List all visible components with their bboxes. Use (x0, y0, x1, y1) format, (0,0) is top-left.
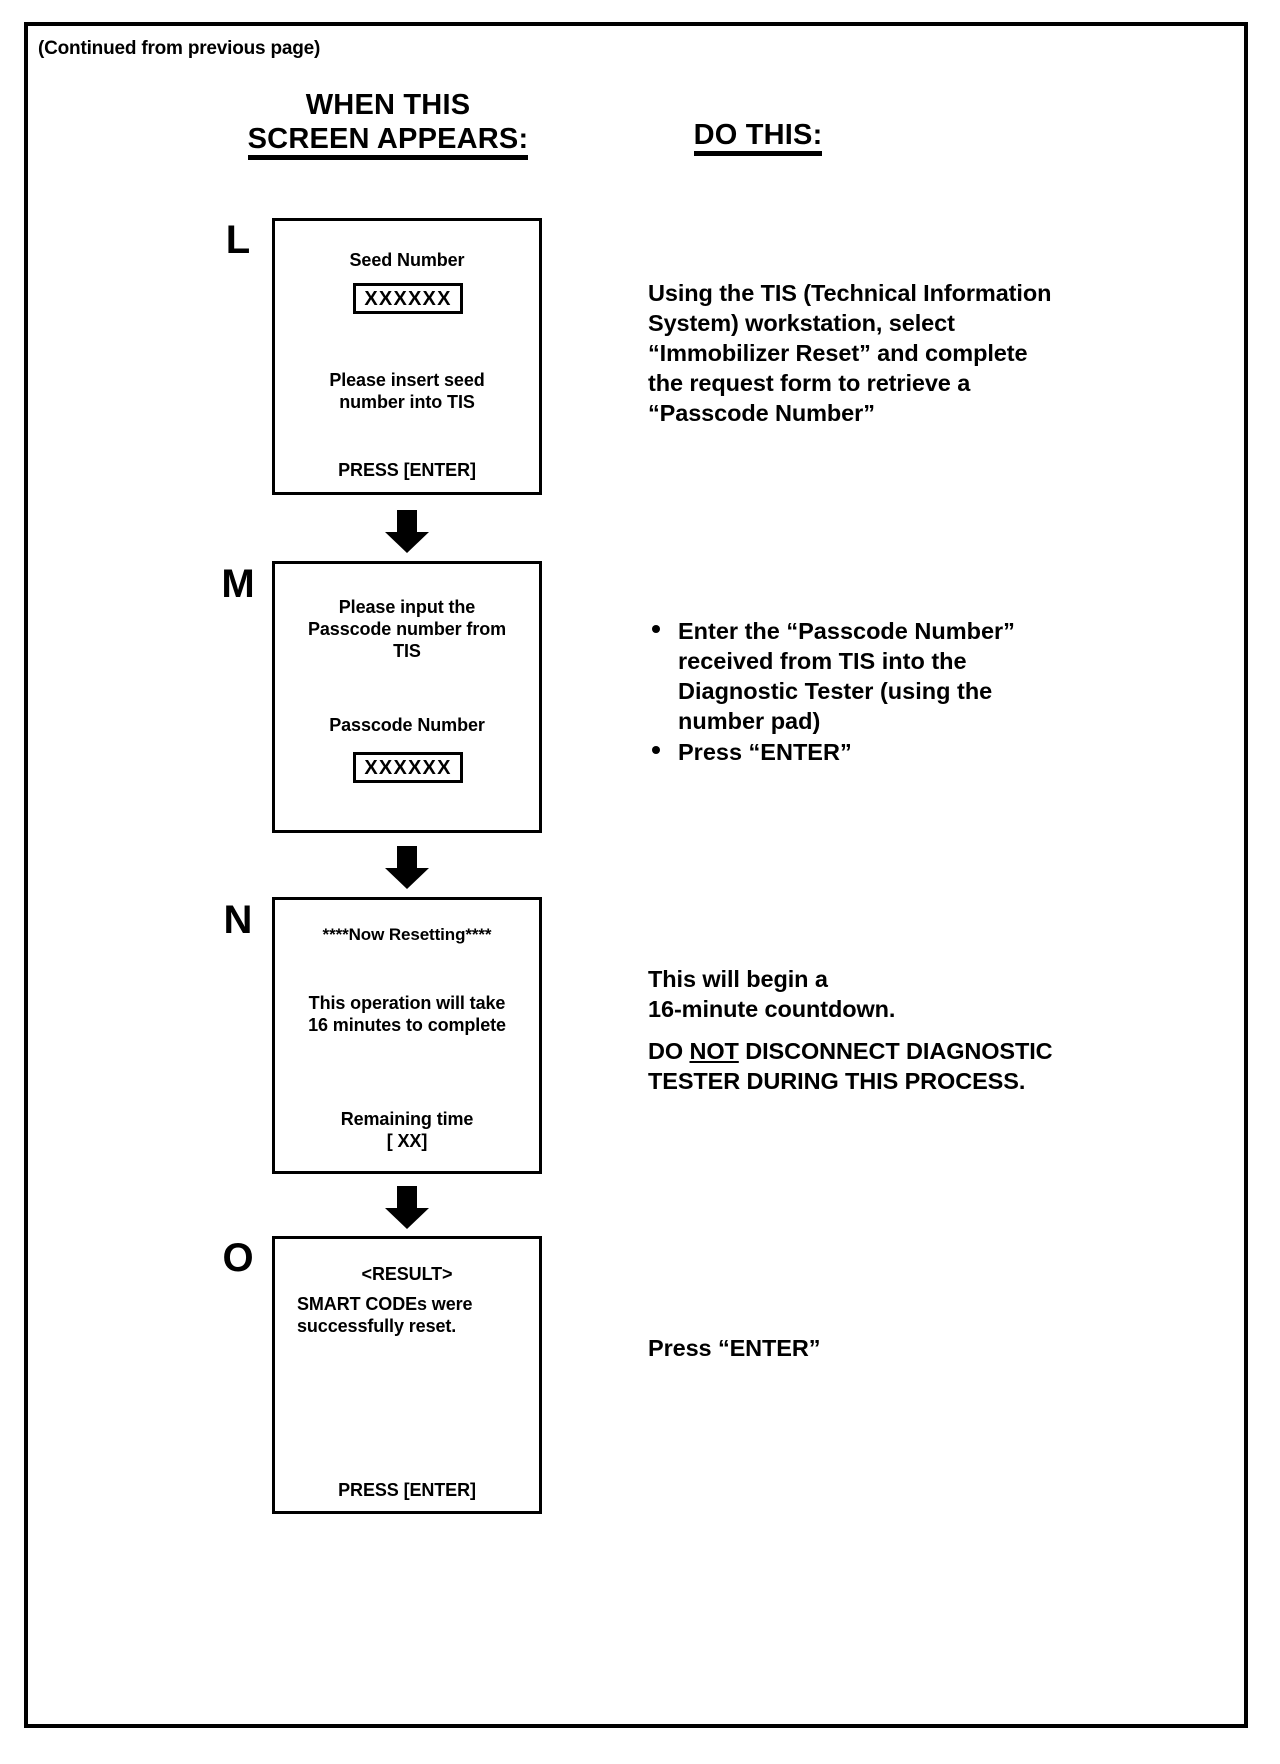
screen-o-title: <RESULT> (361, 1264, 453, 1284)
screen-o-footer: PRESS [ENTER] (338, 1480, 476, 1500)
instruction-l-line2: System) workstation, select (648, 310, 955, 337)
instruction-m-bullet-1: Enter the “Passcode Number” received fro… (648, 616, 1118, 736)
instruction-l-line4: the request form to retrieve a (648, 370, 971, 397)
screen-n-body-line2: 16 minutes to complete (308, 1015, 506, 1035)
instruction-m-bullet-2: Press “ENTER” (648, 737, 1118, 767)
instruction-o: Press “ENTER” (648, 1333, 1048, 1363)
screen-m-title: Passcode Number (329, 715, 485, 735)
screen-box-m: Please input the Passcode number from TI… (272, 561, 542, 833)
instruction-m-bullet1-line4: number pad) (678, 708, 821, 735)
instruction-l-line1: Using the TIS (Technical Information (648, 280, 1052, 306)
instruction-m-bullet1-line2: received from TIS into the (678, 648, 967, 675)
screen-o-body-line2: successfully reset. (297, 1316, 457, 1336)
instruction-l-line5: “Passcode Number” (648, 400, 875, 427)
instruction-m-bullet2-line1: Press “ENTER” (678, 739, 852, 766)
flow-arrow-n-to-o (384, 1186, 430, 1230)
column-header-screens: WHEN THIS SCREEN APPEARS: (168, 89, 608, 161)
bullet-dot-icon (652, 625, 660, 633)
instruction-m-bullet1-line3: Diagnostic Tester (using the (678, 678, 993, 705)
screen-l-title: Seed Number (349, 250, 465, 270)
instruction-l: Using the TIS (Technical Information Sys… (648, 278, 1118, 428)
instruction-o-line1: Press “ENTER” (648, 1335, 821, 1361)
instruction-n-line1: This will begin a (648, 966, 828, 992)
flow-arrow-m-to-n (384, 846, 430, 890)
screen-box-n: ****Now Resetting**** This operation wil… (272, 897, 542, 1174)
screen-n-footer-line2: [ XX] (386, 1131, 428, 1151)
warning-not: NOT (689, 1038, 739, 1065)
screen-m-passcode-field: XXXXXX (353, 752, 463, 783)
instruction-n-warning: DO NOT DISCONNECT DIAGNOSTIC (648, 1036, 1128, 1066)
screen-m-body-line3: TIS (393, 641, 421, 661)
column-header-do-this: DO THIS: (693, 120, 823, 157)
column-header-actions: DO THIS: (588, 119, 928, 157)
document-page: (Continued from previous page) WHEN THIS… (24, 22, 1248, 1728)
instruction-n-line2: 16-minute countdown. (648, 996, 896, 1023)
instruction-l-line3: “Immobilizer Reset” and complete (648, 340, 1028, 367)
screen-l-footer: PRESS [ENTER] (338, 460, 476, 480)
warning-suffix-2: TESTER DURING THIS PROCESS. (648, 1068, 1026, 1095)
step-letter-n: N (223, 898, 253, 942)
screen-n-body-line1: This operation will take (308, 993, 506, 1013)
column-header-line2: SCREEN APPEARS: (247, 123, 529, 161)
screen-box-o: <RESULT> SMART CODEs were successfully r… (272, 1236, 542, 1514)
screen-m-body-line2: Passcode number from (307, 619, 507, 639)
warning-suffix-1: DISCONNECT DIAGNOSTIC (738, 1038, 1053, 1065)
column-header-line1: WHEN THIS (305, 89, 471, 121)
screen-box-l: Seed Number XXXXXX Please insert seed nu… (272, 218, 542, 495)
screen-l-body-line2: number into TIS (339, 392, 475, 412)
instruction-n: This will begin a 16-minute countdown. D… (648, 964, 1128, 1096)
bullet-dot-icon (652, 746, 660, 755)
screen-m-body-line1: Please input the (338, 597, 476, 617)
flow-arrow-l-to-m (384, 510, 430, 554)
step-letter-m: M (221, 562, 255, 606)
screen-l-seed-field: XXXXXX (353, 283, 463, 314)
screen-n-title: ****Now Resetting**** (322, 925, 492, 944)
screen-o-body-line1: SMART CODEs were (297, 1294, 473, 1314)
continued-note: (Continued from previous page) (38, 38, 321, 59)
warning-prefix: DO (648, 1038, 690, 1065)
step-letter-o: O (222, 1236, 254, 1280)
screen-l-body-line1: Please insert seed (329, 370, 485, 390)
instruction-m: Enter the “Passcode Number” received fro… (648, 616, 1118, 768)
instruction-m-bullet1-line1: Enter the “Passcode Number” (678, 618, 1015, 644)
step-letter-l: L (225, 218, 251, 262)
screen-n-footer-line1: Remaining time (340, 1109, 474, 1129)
